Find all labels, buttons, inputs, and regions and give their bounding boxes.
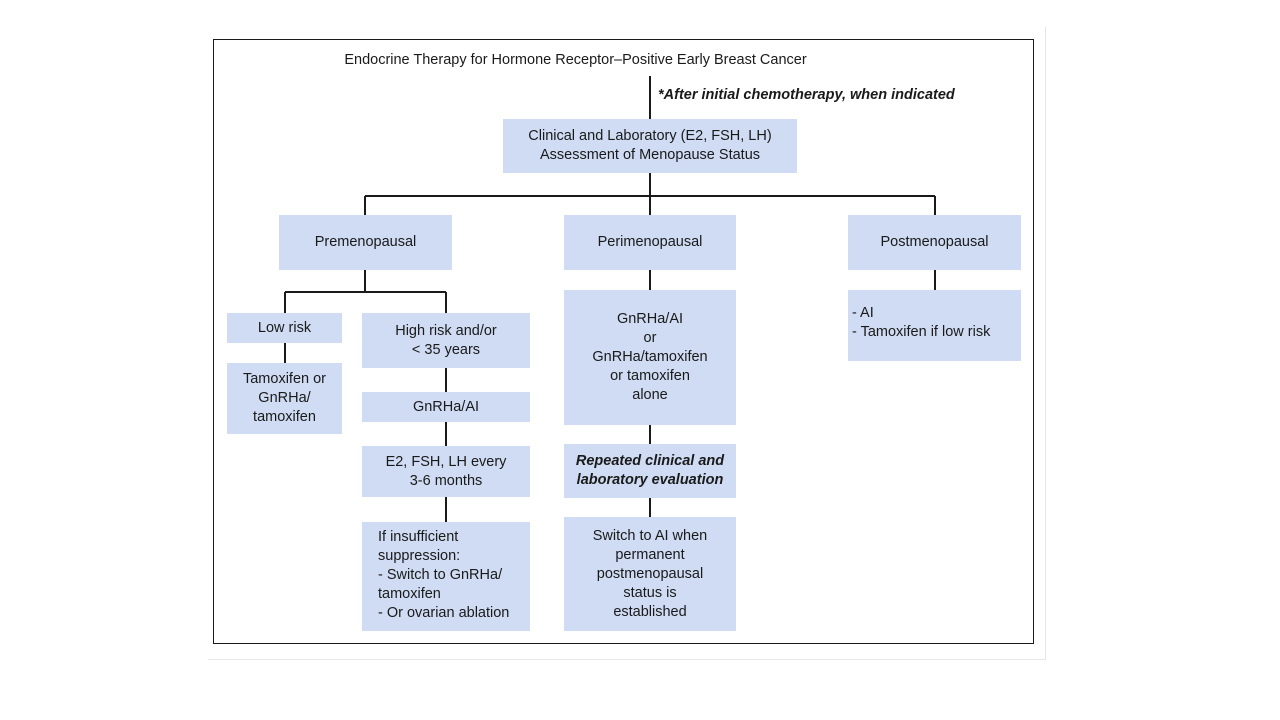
figure-frame <box>213 39 1034 644</box>
monitoring-box: E2, FSH, LH every 3-6 months <box>362 446 530 497</box>
low-risk-box: Low risk <box>227 313 342 343</box>
perimenopausal-treatment-box: GnRHa/AI or GnRHa/tamoxifen or tamoxifen… <box>564 290 736 425</box>
perimenopausal-box: Perimenopausal <box>564 215 736 270</box>
postmenopausal-treatment-box: - AI - Tamoxifen if low risk <box>848 290 1021 361</box>
low-risk-treatment-box: Tamoxifen or GnRHa/ tamoxifen <box>227 363 342 434</box>
diagram-title: Endocrine Therapy for Hormone Receptor–P… <box>344 52 807 68</box>
chemotherapy-note: *After initial chemotherapy, when indica… <box>658 87 955 103</box>
switch-to-ai-box: Switch to AI when permanent postmenopaus… <box>564 517 736 631</box>
gnrha-ai-box: GnRHa/AI <box>362 392 530 422</box>
postmenopausal-box: Postmenopausal <box>848 215 1021 270</box>
premenopausal-box: Premenopausal <box>279 215 452 270</box>
repeated-evaluation-box: Repeated clinical and laboratory evaluat… <box>564 444 736 498</box>
insufficient-suppression-box: If insufficient suppression: - Switch to… <box>362 522 530 631</box>
assessment-box: Clinical and Laboratory (E2, FSH, LH) As… <box>503 119 797 173</box>
high-risk-box: High risk and/or < 35 years <box>362 313 530 368</box>
